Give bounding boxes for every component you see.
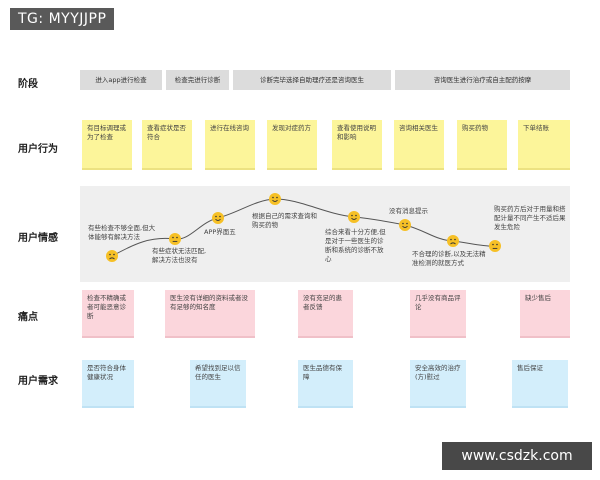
- emotion-curve-panel: [80, 186, 570, 282]
- need-note-4: 安全高效的治疗(方)慰过: [410, 360, 466, 408]
- pain-note-5: 缺少售后: [520, 290, 570, 338]
- behavior-note-1: 有目标调理或为了检查: [82, 120, 132, 170]
- need-note-5: 售后保证: [512, 360, 568, 408]
- emotion-label-7: 不合理的诊断,以及无法精准检测的就医方式: [412, 250, 486, 267]
- tag-label: TG: MYYJJPP: [10, 8, 115, 30]
- stage-4: 咨询医生进行治疗或自主配药按摩: [395, 70, 570, 90]
- emotion-label-2: 有些症状无法匹配,解决方法也没有: [152, 247, 207, 264]
- stage-3: 诊断完毕选择自助理疗还是咨询医生: [233, 70, 391, 90]
- row-label-behavior: 用户行为: [18, 144, 58, 155]
- behavior-note-2: 查看症状是否符合: [142, 120, 192, 170]
- pain-note-2: 医生没有详细的资料或者没有足够的知名度: [165, 290, 255, 338]
- emotion-label-3: APP界面五: [204, 228, 236, 236]
- emotion-label-5: 综合来看十分方便,但是对于一些医生的诊断和系统的诊断不放心: [325, 228, 386, 263]
- behavior-note-8: 下单结账: [518, 120, 570, 170]
- happy-face-icon: [399, 219, 411, 231]
- sad-face-icon: [447, 235, 459, 247]
- happy-face-icon: [269, 193, 281, 205]
- row-label-emotion: 用户情感: [18, 233, 58, 244]
- watermark-label: www.csdzk.com: [442, 442, 592, 470]
- behavior-note-6: 咨询相关医生: [394, 120, 444, 170]
- pain-note-3: 没有充足的患者反馈: [298, 290, 353, 338]
- pain-note-4: 几乎没有商品评论: [410, 290, 466, 338]
- stage-2: 检查完进行诊断: [166, 70, 229, 90]
- need-note-2: 希望找到足以信任的医生: [190, 360, 246, 408]
- pain-note-1: 检查不精确或者可能恶意诊断: [82, 290, 134, 338]
- need-note-1: 是否符合身体健康状况: [82, 360, 134, 408]
- emotion-label-4: 根据自己的需求查询和购买药物: [252, 212, 317, 229]
- emotion-label-1: 有些检查不够全面,但大体能够有解决方法: [88, 224, 156, 241]
- behavior-note-4: 发现对症药方: [267, 120, 317, 170]
- sad-face-icon: [106, 250, 118, 262]
- row-label-stage: 阶段: [18, 79, 38, 90]
- stage-1: 进入app进行检查: [80, 70, 162, 90]
- emotion-label-6: 没有消息提示: [389, 207, 428, 215]
- row-label-pain: 痛点: [18, 312, 38, 323]
- behavior-note-3: 进行在线咨询: [205, 120, 255, 170]
- behavior-note-7: 购买药物: [457, 120, 507, 170]
- happy-face-icon: [212, 212, 224, 224]
- emotion-label-8: 购买药方后对于用量和搭配计量不同产生不适后果发生危险: [494, 205, 566, 231]
- neutral-face-icon: [169, 233, 181, 245]
- behavior-note-5: 查看使用说明和影响: [332, 120, 382, 170]
- neutral-face-icon: [489, 240, 501, 252]
- happy-face-icon: [348, 211, 360, 223]
- row-label-need: 用户需求: [18, 376, 58, 387]
- need-note-3: 医生品德有保障: [298, 360, 353, 408]
